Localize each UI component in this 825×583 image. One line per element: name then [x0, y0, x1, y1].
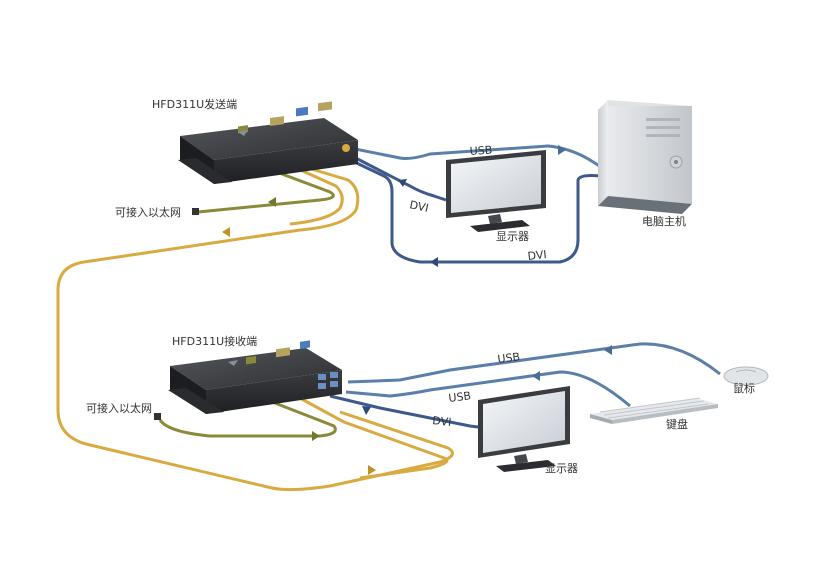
arrow-icon: [368, 465, 376, 475]
network-label-bottom: 可接入以太网: [86, 402, 152, 415]
network-label-top: 可接入以太网: [115, 206, 181, 219]
transmitter-label: HFD311U发送端: [152, 97, 237, 111]
dvi-cable-top-pc: [345, 156, 601, 264]
ethernet-port-bottom: [154, 413, 161, 420]
arrow-icon: [532, 371, 540, 381]
usb-cable-top: [349, 144, 613, 176]
dvi-top-monitor-label: DVI: [408, 198, 429, 215]
dvi-cable-top-monitor: [343, 150, 447, 202]
fiber-cable-2: [289, 166, 344, 226]
transmitter-device: [178, 101, 358, 184]
mouse-label: 鼠标: [733, 381, 755, 395]
arrow-icon: [312, 431, 320, 441]
mouse-icon: [723, 366, 769, 386]
arrow-icon: [558, 145, 566, 155]
arrow-icon: [604, 345, 612, 355]
fiber-cable-3: [295, 394, 449, 480]
dvi-bottom-monitor-label: DVI: [432, 414, 452, 429]
ethernet-port-top: [192, 208, 199, 215]
network-cable-top: [197, 166, 335, 214]
keyboard-icon: [590, 397, 718, 424]
monitor-top-icon: [446, 150, 546, 232]
arrow-icon: [430, 257, 438, 267]
fiber-cable: [56, 166, 454, 492]
pc-tower-icon: [598, 100, 692, 214]
arrow-icon: [362, 406, 371, 415]
usb-cable-keyboard: [345, 370, 631, 408]
arrow-icon: [268, 197, 276, 207]
usb-bottom-keyboard-label: USB: [448, 389, 472, 405]
usb-top-label: USB: [469, 143, 492, 158]
receiver-device: [168, 340, 342, 414]
usb-bottom-mouse-label: USB: [497, 350, 521, 366]
dvi-top-pc-label: DVI: [527, 248, 547, 263]
keyboard-label: 键盘: [666, 417, 688, 431]
usb-cable-mouse: [347, 342, 721, 384]
monitor-top-label: 显示器: [496, 230, 529, 243]
receiver-label: HFD311U接收端: [172, 334, 257, 348]
monitor-bottom-label: 显示器: [545, 462, 578, 475]
pc-label: 电脑主机: [642, 214, 686, 228]
monitor-bottom-icon: [478, 386, 570, 472]
arrow-icon: [398, 179, 407, 187]
arrow-icon: [222, 227, 230, 237]
